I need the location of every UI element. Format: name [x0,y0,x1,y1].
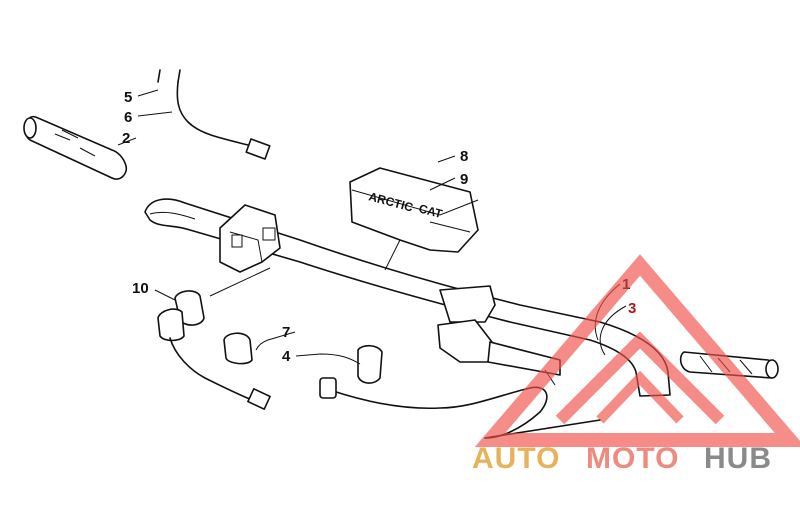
callout-9: 9 [460,171,468,188]
kill-switch-assembly [157,290,271,410]
pad-text-right: CAT [417,201,444,221]
handlebar-mount-bracket [219,204,281,273]
watermark-logo-triangle [474,254,800,447]
handlebar-pad: ARCTIC CAT [349,167,479,253]
throttle-cable [319,377,601,439]
left-hand-grip [23,115,128,180]
watermark-auto: AUTO [472,442,560,475]
grip-heater-wire [157,69,271,160]
callout-7: 7 [282,324,290,341]
watermark-text: AUTO MOTO HUB [472,442,772,475]
callout-10: 10 [132,280,149,297]
callout-4: 4 [282,348,291,365]
leader-lines [117,89,627,365]
throttle-housing [437,285,561,386]
callout-2: 2 [122,130,130,147]
clamp-lower [357,344,383,384]
watermark-hub: HUB [704,442,772,475]
callout-8: 8 [460,148,468,165]
callout-5: 5 [124,89,132,106]
callout-6: 6 [124,109,132,126]
watermark-moto: MOTO [586,442,679,475]
callout-3: 3 [628,300,636,317]
clamp-upper [223,332,253,365]
